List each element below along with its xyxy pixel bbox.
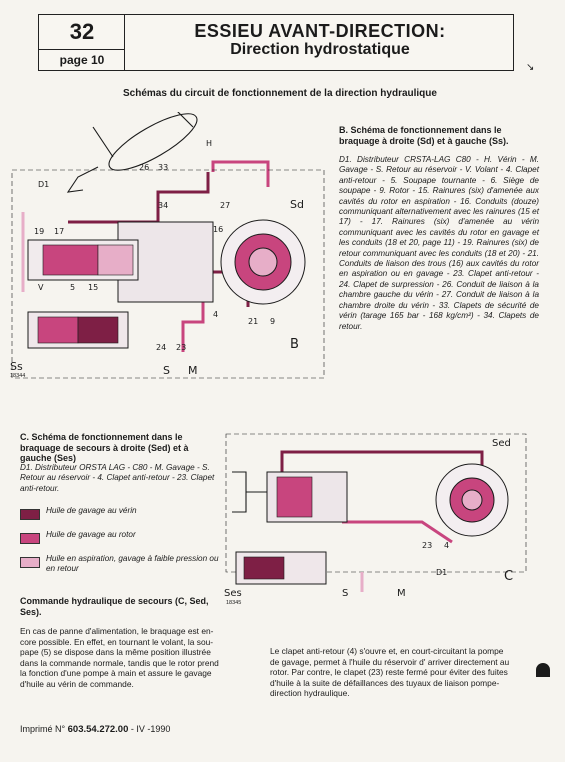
page-header: 32 page 10 ESSIEU AVANT-DIRECTION: Direc… [38, 14, 514, 71]
label-15: 15 [88, 283, 98, 292]
label-s-c: S [342, 588, 348, 599]
footer-prefix: Imprimé N° [20, 724, 66, 734]
label-23-c: 23 [422, 541, 432, 550]
diagram-enclosure-b [11, 169, 325, 379]
page-indicator: page 10 [39, 53, 125, 67]
legend-swatch-3 [20, 557, 40, 568]
label-c: C [504, 569, 513, 584]
label-4-c: 4 [444, 541, 449, 550]
label-23: 23 [176, 343, 186, 352]
footer-code: 603.54.272.00 [67, 724, 129, 735]
diagram-c: Sed C Ses S M D1 4 23 [224, 433, 527, 599]
figure-number-b: 18344 [10, 373, 26, 379]
label-m: M [188, 364, 198, 377]
diagram-b: Sd B Ss S M H D1 V 4 5 9 15 16 17 19 21 … [10, 112, 325, 379]
steering-wheel-c [232, 471, 267, 513]
label-h: H [206, 139, 212, 148]
oil-legend: Huile de gavage au vérin Huile de gavage… [20, 506, 220, 588]
chapter-number: 32 [69, 19, 95, 44]
legend-item-1: Huile de gavage au vérin [20, 506, 220, 530]
legend-item-3: Huile en aspiration, gavage à faible pre… [20, 554, 220, 588]
label-5: 5 [70, 283, 75, 292]
section-heading: Schémas du circuit de fonctionnement de … [123, 88, 437, 99]
label-21: 21 [248, 317, 258, 326]
page-subtitle: Direction hydrostatique [230, 41, 410, 58]
label-9: 9 [270, 317, 275, 326]
rotor-b [220, 219, 306, 305]
page-label: page [59, 53, 88, 67]
diagram-enclosure-c [225, 433, 527, 573]
page-value: 10 [91, 53, 105, 67]
legend-label-3: Huile en aspiration, gavage à faible pre… [46, 554, 219, 573]
page-number-divider [39, 49, 125, 50]
label-v: V [38, 283, 44, 292]
panel-b-text: D1. Distributeur CRSTA-LAG C80 - H. Véri… [339, 155, 539, 331]
label-sd: Sd [290, 198, 304, 211]
legend-swatch-2 [20, 533, 40, 544]
footer: Imprimé N° 603.54.272.00 - IV -1990 [20, 724, 320, 735]
panel-c-text: D1. Distributeur ORSTA LAG - C80 - M. Ga… [20, 463, 215, 493]
label-27: 27 [220, 201, 230, 210]
label-17: 17 [54, 227, 64, 236]
label-d1-c: D1 [436, 568, 447, 577]
label-24: 24 [156, 343, 166, 352]
secours-text: En cas de panne d'alimentation, le braqu… [20, 626, 219, 689]
label-b: B [290, 337, 299, 352]
legend-item-2: Huile de gavage au rotor [20, 530, 220, 554]
label-s: S [163, 364, 170, 377]
corner-mark: ↘ [526, 62, 535, 73]
label-34: 34 [158, 201, 168, 210]
label-33: 33 [158, 163, 168, 172]
footer-suffix: - IV -1990 [130, 724, 171, 734]
label-4: 4 [213, 310, 218, 319]
steering-wheel-b [66, 112, 198, 193]
page-number-box: 32 page 10 [39, 15, 125, 70]
panel-c-heading: C. Schéma de fonctionnement dans le braq… [20, 432, 189, 463]
label-sed: Sed [492, 438, 511, 449]
legend-label-1: Huile de gavage au vérin [46, 506, 137, 515]
label-26: 26 [139, 163, 149, 172]
secours-heading: Commande hydraulique de secours (C, Sed,… [20, 596, 209, 617]
figure-number-c: 18345 [226, 600, 242, 606]
label-ses: Ses [224, 588, 242, 599]
rotor-c [435, 463, 509, 537]
page-title: ESSIEU AVANT-DIRECTION: [194, 21, 446, 41]
panel-b-heading: B. Schéma de fonctionnement dans le braq… [339, 125, 509, 146]
legend-swatch-1 [20, 509, 40, 520]
label-19: 19 [34, 227, 44, 236]
page-tab-marker [536, 663, 550, 677]
legend-label-2: Huile de gavage au rotor [46, 530, 136, 539]
label-m-c: M [397, 588, 406, 599]
label-ss: Ss [10, 360, 23, 373]
label-d1: D1 [38, 180, 49, 189]
clapet-text: Le clapet anti-retour (4) s'ouvre et, en… [270, 646, 510, 698]
label-16: 16 [213, 225, 223, 234]
